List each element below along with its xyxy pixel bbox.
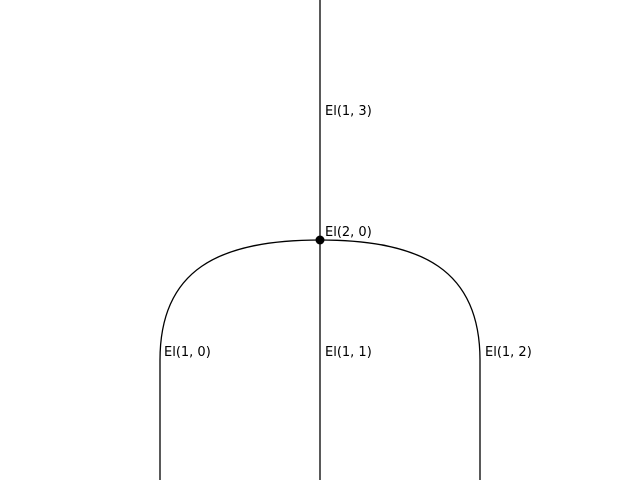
vertex-dot — [315, 235, 325, 245]
edge-left — [159, 239, 321, 480]
label-right: El(1, 2) — [485, 345, 532, 360]
edge-right — [319, 239, 481, 480]
label-middle: El(1, 1) — [325, 345, 372, 360]
label-left: El(1, 0) — [164, 345, 211, 360]
label-top: El(1, 3) — [325, 104, 372, 119]
vertex-label: El(2, 0) — [325, 225, 372, 240]
